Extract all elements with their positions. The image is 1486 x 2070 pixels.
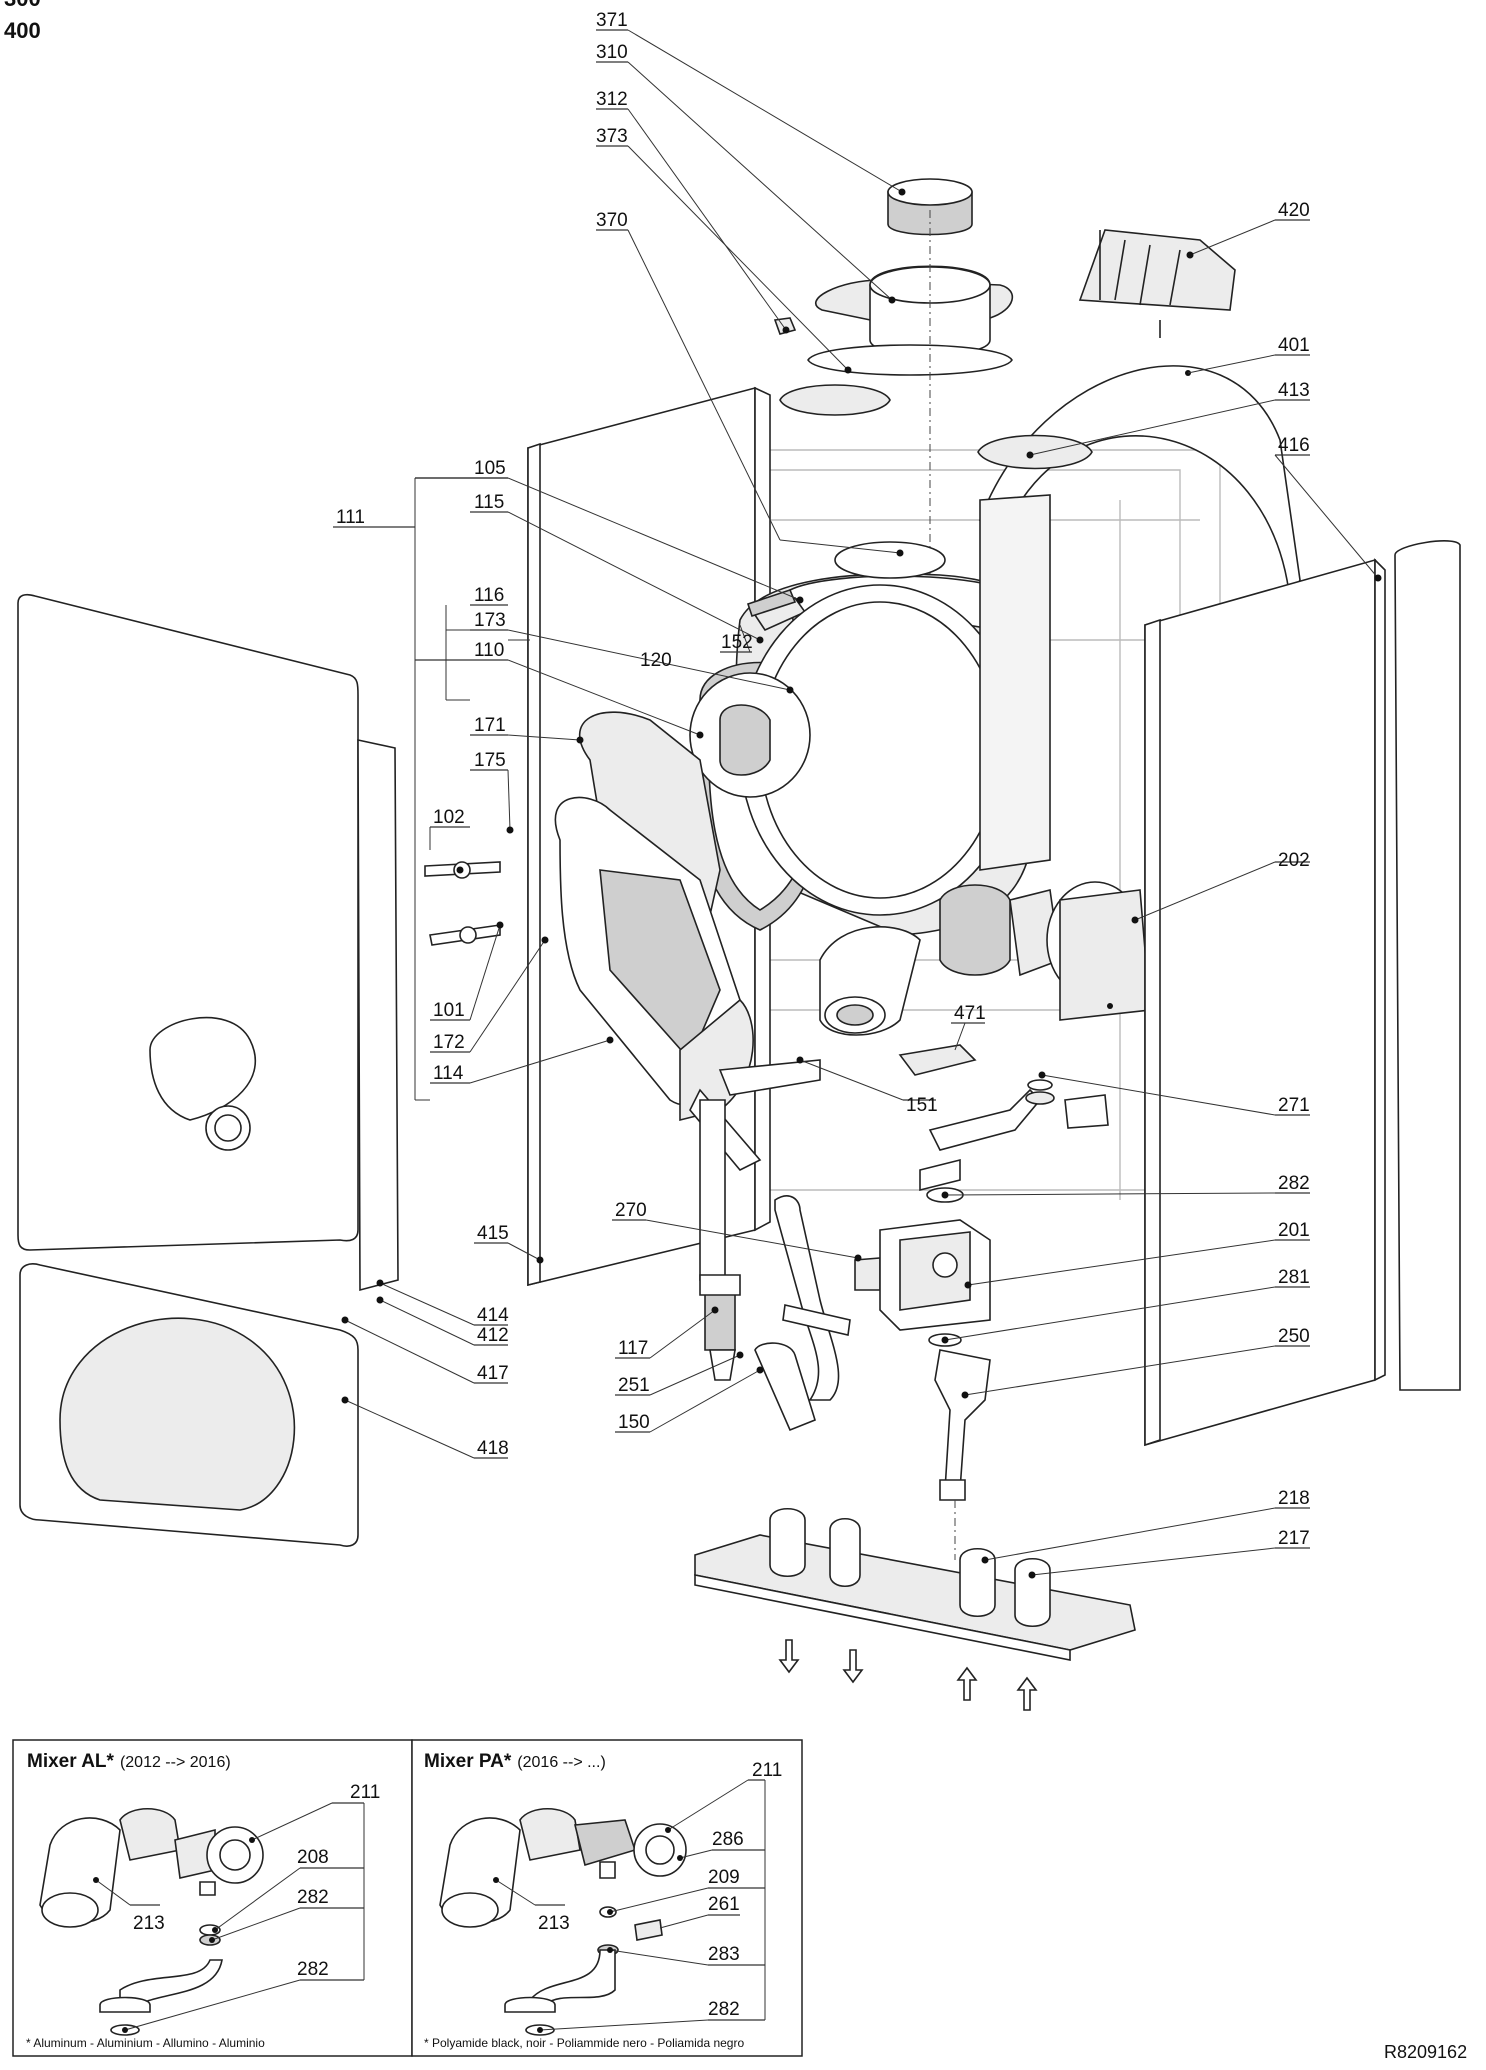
inset-left-footnote: * Aluminum - Aluminium - Allumino - Alum… [26, 2036, 265, 2050]
callout-370: 370 [596, 210, 628, 231]
callout-471: 471 [954, 1003, 986, 1024]
callout-417: 417 [477, 1363, 509, 1384]
callout-175: 175 [474, 750, 506, 771]
inset-right-213: 213 [538, 1913, 570, 1934]
callout-414: 414 [477, 1305, 509, 1326]
inset-left: Mixer AL* (2012 --> 2016) 211 208 282 213… [12, 1739, 413, 2057]
heat-exchanger [689, 494, 1051, 936]
callout-102: 102 [433, 807, 465, 828]
callout-151: 151 [906, 1095, 938, 1116]
inset-right-209: 209 [708, 1867, 740, 1888]
inset-right-282: 282 [708, 1999, 740, 2020]
callout-418: 418 [477, 1438, 509, 1459]
callout-116: 116 [474, 585, 504, 606]
callout-114: 114 [433, 1063, 464, 1084]
callouts: 371 310 312 373 370 420 401 413 416 105 … [336, 10, 1310, 1549]
inset-right-261: 261 [708, 1894, 740, 1915]
callout-218: 218 [1278, 1488, 1310, 1509]
callout-105: 105 [474, 458, 506, 479]
inset-right-211: 211 [752, 1760, 782, 1781]
air-vent-420 [1078, 229, 1236, 338]
inset-right-title: Mixer PA* (2016 --> ...) [424, 1751, 606, 1772]
header-line-2: 400 [4, 18, 41, 43]
gas-valve-201 [879, 1158, 991, 1347]
callout-173: 173 [474, 610, 506, 631]
inset-left-211: 211 [350, 1782, 380, 1803]
callout-310: 310 [596, 42, 628, 63]
inset-left-282a: 282 [297, 1887, 329, 1908]
callout-312: 312 [596, 89, 628, 110]
callout-117: 117 [618, 1338, 648, 1359]
callout-172: 172 [433, 1032, 465, 1053]
inset-left-title-bold: Mixer AL* [27, 1751, 115, 1772]
pipes [699, 1059, 881, 1432]
callout-401: 401 [1278, 335, 1310, 356]
callout-201: 201 [1278, 1220, 1310, 1241]
callout-110: 110 [474, 640, 504, 661]
inset-right: Mixer PA*(2016 --> ...) 211 286 209 261 … [411, 1739, 803, 2057]
electrodes [424, 861, 501, 946]
callout-270: 270 [615, 1200, 647, 1221]
gas-pipes [928, 1079, 1109, 1501]
mixer-main [819, 926, 921, 1036]
front-casing [17, 593, 399, 1547]
header-line-1: 300 [4, 0, 41, 11]
callout-413: 413 [1278, 380, 1310, 401]
callout-271: 271 [1278, 1095, 1310, 1116]
leader-lines [333, 29, 1382, 1579]
reference-code: R8209162 [1384, 2042, 1467, 2062]
inset-left-208: 208 [297, 1847, 329, 1868]
base-plate [694, 1500, 1136, 1661]
callout-251: 251 [618, 1375, 650, 1396]
callout-281: 281 [1278, 1267, 1310, 1288]
callout-101: 101 [433, 1000, 465, 1021]
callout-202: 202 [1278, 850, 1310, 871]
callout-373: 373 [596, 126, 628, 147]
callout-416: 416 [1278, 435, 1310, 456]
inset-left-title-rest: (2012 --> 2016) [120, 1754, 231, 1771]
callout-250: 250 [1278, 1326, 1310, 1347]
inset-left-282b: 282 [297, 1959, 329, 1980]
header: 300 400 [4, 0, 41, 43]
callout-420: 420 [1278, 200, 1310, 221]
callout-150: 150 [618, 1412, 650, 1433]
inset-right-283: 283 [708, 1944, 740, 1965]
callout-171: 171 [474, 715, 506, 736]
callout-415: 415 [477, 1223, 509, 1244]
callout-412: 412 [477, 1325, 509, 1346]
callout-111: 111 [336, 507, 365, 528]
flow-arrows [778, 1639, 1038, 1711]
inset-right-286: 286 [712, 1829, 744, 1850]
pump-202 [939, 881, 1151, 1021]
callout-217: 217 [1278, 1528, 1310, 1549]
inset-right-title-bold: Mixer PA* [424, 1751, 512, 1772]
bracket-471 [898, 1044, 977, 1076]
inset-right-title-rest: (2016 --> ...) [517, 1754, 605, 1771]
right-cover-panels [1144, 540, 1461, 1447]
inset-right-footnote: * Polyamide black, noir - Poliammide ner… [424, 2036, 744, 2050]
callout-152: 152 [721, 632, 753, 653]
callout-282: 282 [1278, 1173, 1310, 1194]
callout-371: 371 [596, 10, 628, 31]
callout-115: 115 [474, 492, 504, 513]
callout-120: 120 [640, 650, 672, 671]
inset-left-213: 213 [133, 1913, 165, 1934]
inset-left-title: Mixer AL* (2012 --> 2016) [27, 1751, 231, 1772]
